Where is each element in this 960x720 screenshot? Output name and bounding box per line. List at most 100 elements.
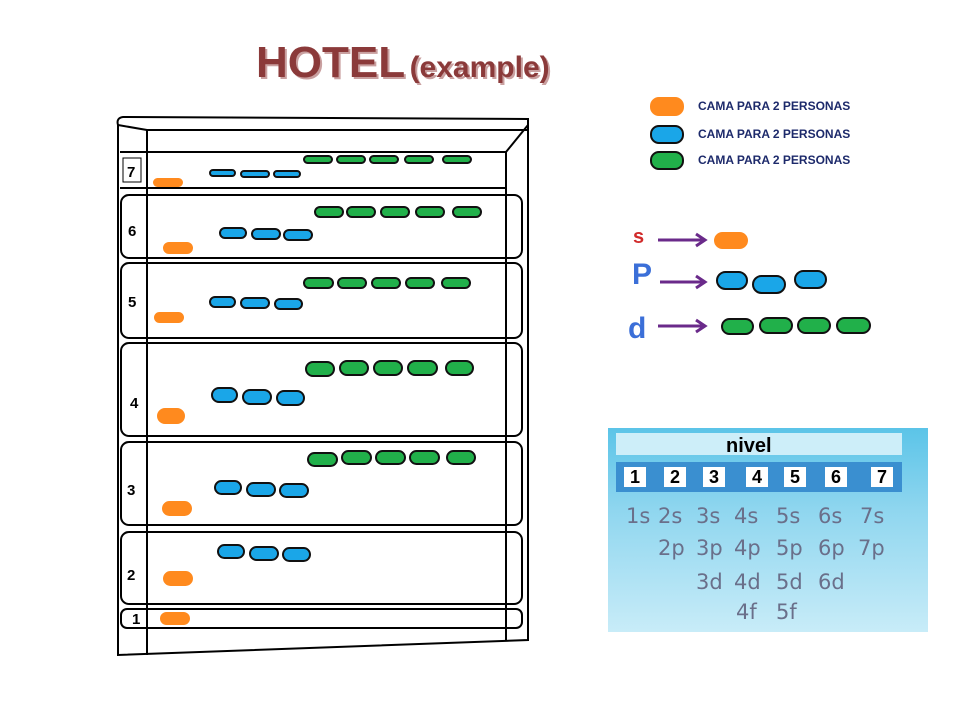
floor-6-room bbox=[120, 194, 523, 259]
bed-blue bbox=[282, 547, 311, 562]
bed-green bbox=[314, 206, 344, 218]
title-sub: (example) bbox=[409, 51, 550, 84]
bed-blue bbox=[274, 298, 303, 310]
bed-blue bbox=[246, 482, 276, 497]
bed-orange bbox=[154, 312, 184, 323]
nivel-header: nivel bbox=[616, 433, 902, 457]
bed-blue bbox=[240, 170, 270, 178]
green-bed-icon bbox=[650, 150, 684, 170]
floor-label-1: 1 bbox=[132, 611, 140, 628]
orbital-s-label: s bbox=[633, 226, 645, 248]
bed-green bbox=[346, 206, 376, 218]
bed-green bbox=[380, 206, 410, 218]
floor-label-6: 6 bbox=[128, 223, 136, 240]
bed-orange bbox=[157, 408, 185, 424]
bed-green bbox=[836, 317, 871, 334]
floor-1-room bbox=[120, 608, 523, 629]
orbital-7s: 7s bbox=[860, 504, 885, 528]
bed-blue bbox=[211, 387, 238, 403]
orbital-4s: 4s bbox=[734, 504, 759, 528]
bed-green bbox=[445, 360, 474, 376]
orbital-5d: 5d bbox=[776, 570, 803, 594]
bed-blue bbox=[716, 271, 748, 290]
bed-green bbox=[446, 450, 476, 465]
bed-green bbox=[307, 452, 338, 467]
bed-blue bbox=[752, 275, 786, 294]
nivel-title: nivel bbox=[726, 435, 772, 457]
arrow-right-icon bbox=[658, 232, 708, 248]
bed-green bbox=[373, 360, 403, 376]
bed-green bbox=[452, 206, 482, 218]
floor-label-5: 5 bbox=[128, 294, 136, 311]
arrow-right-icon bbox=[658, 318, 708, 334]
bed-orange bbox=[162, 501, 192, 516]
bed-green bbox=[409, 450, 440, 465]
blue-bed-icon bbox=[650, 124, 684, 144]
bed-blue bbox=[794, 270, 827, 289]
bed-orange bbox=[160, 612, 190, 625]
orbital-3d: 3d bbox=[696, 570, 723, 594]
bed-blue bbox=[209, 296, 236, 308]
legend-item-blue: CAMA PARA 2 PERSONAS bbox=[650, 124, 850, 144]
orbital-4p: 4p bbox=[734, 536, 761, 560]
bed-blue bbox=[273, 170, 301, 178]
orbital-7p: 7p bbox=[858, 536, 885, 560]
orbital-4d: 4d bbox=[734, 570, 761, 594]
bed-blue bbox=[217, 544, 245, 559]
level-number: 4 bbox=[746, 467, 768, 487]
bed-orange bbox=[163, 242, 193, 254]
legend-label: CAMA PARA 2 PERSONAS bbox=[698, 153, 851, 167]
orbital-3p: 3p bbox=[696, 536, 723, 560]
orbital-6p: 6p bbox=[818, 536, 845, 560]
bed-green bbox=[371, 277, 401, 289]
page-title: HOTEL (example) bbox=[256, 38, 550, 88]
level-number: 7 bbox=[871, 467, 893, 487]
bed-blue bbox=[209, 169, 236, 177]
level-number: 3 bbox=[703, 467, 725, 487]
bed-green bbox=[441, 277, 471, 289]
orbital-d-label: d bbox=[628, 312, 647, 345]
floor-5-room bbox=[120, 262, 523, 339]
building-outer-frame bbox=[116, 115, 529, 657]
bed-blue bbox=[279, 483, 309, 498]
bed-orange bbox=[714, 232, 748, 249]
bed-green bbox=[303, 277, 334, 289]
bed-orange bbox=[153, 178, 183, 187]
floor-label-7: 7 bbox=[127, 164, 135, 181]
orbital-p-label: P bbox=[632, 258, 653, 291]
bed-blue bbox=[219, 227, 247, 239]
orbital-5f: 5f bbox=[776, 600, 797, 624]
bed-green bbox=[339, 360, 369, 376]
orbital-4f: 4f bbox=[736, 600, 757, 624]
orbital-2s: 2s bbox=[658, 504, 683, 528]
bed-green bbox=[442, 155, 472, 164]
floor-label-4: 4 bbox=[130, 395, 139, 412]
nivel-levels-bar: 1 2 3 4 5 6 7 bbox=[616, 462, 902, 492]
bed-green bbox=[337, 277, 367, 289]
orbital-6d: 6d bbox=[818, 570, 845, 594]
bed-blue bbox=[251, 228, 281, 240]
level-number: 5 bbox=[784, 467, 806, 487]
building-corner-right bbox=[505, 124, 529, 153]
bed-green bbox=[405, 277, 435, 289]
bed-green bbox=[369, 155, 399, 164]
level-number: 6 bbox=[825, 467, 847, 487]
bed-green bbox=[305, 361, 335, 377]
title-main: HOTEL bbox=[256, 38, 406, 87]
bed-blue bbox=[283, 229, 313, 241]
bed-blue bbox=[214, 480, 242, 495]
orbital-5p: 5p bbox=[776, 536, 803, 560]
orbital-3s: 3s bbox=[696, 504, 721, 528]
bed-blue bbox=[240, 297, 270, 309]
legend-label: CAMA PARA 2 PERSONAS bbox=[698, 127, 851, 141]
bed-blue bbox=[242, 389, 272, 405]
arrow-right-icon bbox=[660, 274, 708, 290]
bed-blue bbox=[249, 546, 279, 561]
bed-green bbox=[721, 318, 754, 335]
bed-green bbox=[375, 450, 406, 465]
bed-blue bbox=[276, 390, 305, 406]
orbital-6s: 6s bbox=[818, 504, 843, 528]
bed-green bbox=[303, 155, 333, 164]
